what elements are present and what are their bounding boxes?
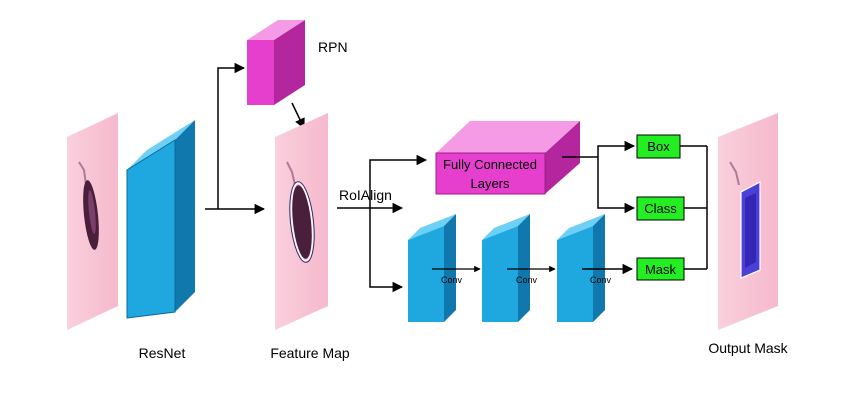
mask-head: Mask [636,257,685,281]
conv-label-3: Conv [590,275,612,285]
conv-label-2: Conv [516,275,538,285]
class-head-label: Class [644,201,677,216]
box-head-label: Box [647,139,670,154]
box-head: Box [636,134,681,159]
fully-connected-label-line2: Layers [470,176,510,191]
output-mask-label: Output Mask [708,340,788,356]
resnet-label: ResNet [139,345,186,361]
resnet-block [126,120,195,319]
conv-block-3 [557,214,605,322]
roialign-connectors [337,154,428,293]
feature-map-image [275,113,328,330]
heads-to-output-connectors [680,145,708,270]
input-image [67,113,118,330]
resnet-connectors [205,62,266,215]
rpn-block [247,20,305,105]
conv-block-2 [482,214,530,322]
feature-map-label: Feature Map [270,345,350,361]
output-mask-image [718,113,778,330]
rpn-to-feature-arrow [291,102,305,129]
fc-to-heads-connectors [562,140,636,214]
roialign-label: RoIAlign [339,187,392,203]
conv-block-1 [408,214,456,322]
conv-label-1: Conv [441,275,463,285]
rpn-label: RPN [318,39,348,55]
mask-head-label: Mask [645,262,677,277]
fully-connected-label-line1: Fully Connected [443,157,537,172]
class-head: Class [636,196,685,221]
